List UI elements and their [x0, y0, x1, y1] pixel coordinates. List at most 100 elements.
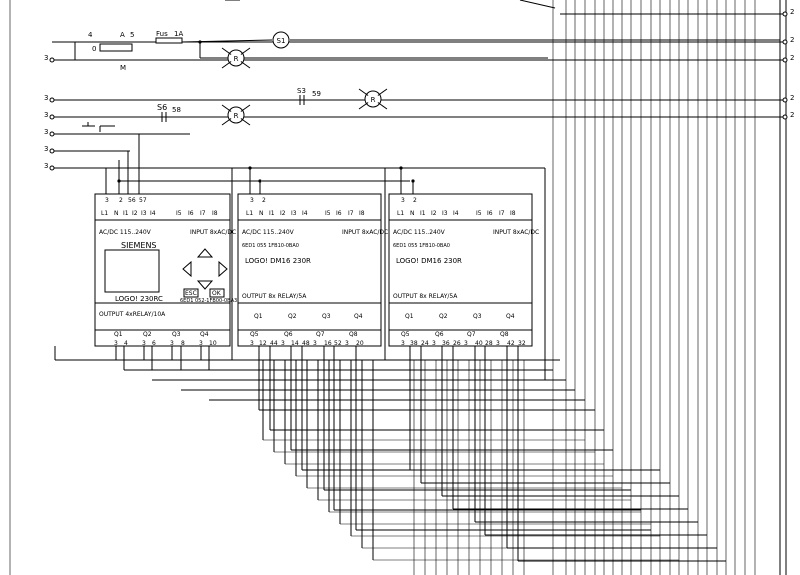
terminal-label: I6: [336, 210, 342, 217]
q-label: Q5: [250, 331, 259, 338]
terminal-label: I1: [420, 210, 426, 217]
wire-num: 40: [475, 340, 483, 347]
lamp-icon: R: [221, 47, 251, 69]
model-label: LOGO! DM16 230R: [396, 257, 462, 265]
terminal-ring: [49, 57, 55, 63]
terminal-ring: [49, 148, 55, 154]
rail-label: 2: [790, 111, 794, 119]
q-label: Q2: [439, 313, 448, 320]
wire-num: 52: [334, 340, 342, 347]
wire: [181, 39, 273, 43]
rail-label: 3: [44, 54, 48, 62]
wire-num: 3: [281, 340, 285, 347]
terminal-label: N: [259, 210, 264, 217]
fuse-rating: 1A: [174, 30, 183, 38]
left-rail-labels: 3 3 3 3 3 3: [44, 54, 48, 170]
q-label: Q3: [473, 313, 482, 320]
wire-num: 3: [345, 340, 349, 347]
rail-label: 3: [44, 145, 48, 153]
lamp-icon: R: [221, 104, 251, 126]
model-label: LOGO! 230RC: [115, 295, 163, 303]
terminal-label: I6: [188, 210, 194, 217]
wire-num: 2: [413, 197, 417, 204]
wire-num: 3: [313, 340, 317, 347]
supply-label: AC/DC 115..240V: [242, 229, 295, 236]
junction-dot: [117, 179, 121, 183]
wire-num: 3: [464, 340, 468, 347]
terminal-ring: [782, 11, 788, 17]
wire-num: 10: [209, 340, 217, 347]
q-label: Q3: [172, 331, 181, 338]
wire-num: 3: [199, 340, 203, 347]
model-label: LOGO! DM16 230R: [245, 257, 311, 265]
lamp-label: R: [234, 55, 239, 63]
terminal-ring: [49, 165, 55, 171]
rail-label: 2: [790, 36, 794, 44]
switch-a-label: A: [120, 31, 125, 39]
s6-label: S6: [157, 103, 167, 112]
terminal-label: I6: [487, 210, 493, 217]
input-label: INPUT 8xAC/DC: [493, 229, 539, 236]
terminal-label: I4: [150, 210, 156, 217]
wire-num: 3: [170, 340, 174, 347]
wire-num: 2: [119, 197, 123, 204]
brand-label: SIEMENS: [121, 241, 157, 250]
rail-label: 2: [790, 54, 794, 62]
terminal-label: I1: [269, 210, 275, 217]
q-label: Q8: [500, 331, 509, 338]
switch-zero-label: 0: [92, 45, 96, 53]
terminal-ring: [49, 97, 55, 103]
terminal-ring: [782, 114, 788, 120]
rail-label: 3: [44, 162, 48, 170]
lamp-label: R: [371, 96, 376, 104]
q-label: Q7: [316, 331, 325, 338]
q-label: Q4: [200, 331, 209, 338]
junction-dot: [399, 166, 403, 170]
wire-num: 16: [324, 340, 332, 347]
terminal-label: L1: [246, 210, 253, 217]
wire-num: 28: [485, 340, 493, 347]
wire-num: 3: [250, 340, 254, 347]
terminal-label: I2: [132, 210, 138, 217]
output-label: OUTPUT 8x RELAY/5A: [242, 293, 307, 300]
ok-label: OK: [212, 290, 222, 297]
junction-dot: [258, 179, 262, 183]
junction-dot: [411, 179, 415, 183]
fuse-label: Fus: [156, 30, 168, 38]
junction-dot: [248, 166, 252, 170]
switch-pos-label: 4: [88, 31, 93, 39]
q-label: Q2: [143, 331, 152, 338]
wire-num: 48: [302, 340, 310, 347]
terminal-label: L1: [101, 210, 108, 217]
q-label: Q6: [435, 331, 444, 338]
q-label: Q4: [506, 313, 515, 320]
indicator-s1-icon: [272, 31, 290, 49]
wire-num: 3: [105, 197, 109, 204]
terminal-label: I3: [141, 210, 147, 217]
terminal-ring: [782, 39, 788, 45]
terminal-label: I7: [499, 210, 505, 217]
terminal-label: I5: [325, 210, 331, 217]
q-label: Q4: [354, 313, 363, 320]
logo-dm16-module-1: L1 N I1 I2 I3 I4 I5 I6 I7 I8 3 2 AC/DC 1…: [237, 193, 388, 347]
q-label: Q5: [401, 331, 410, 338]
wire-num: 26: [453, 340, 461, 347]
logo-dm16-module-2: L1 N I1 I2 I3 I4 I5 I6 I7 I8 3 2 AC/DC 1…: [388, 193, 539, 347]
s6-num: 58: [172, 106, 181, 114]
output-label: OUTPUT 8x RELAY/5A: [393, 293, 458, 300]
terminal-ring: [49, 114, 55, 120]
wire-num: 3: [114, 340, 118, 347]
terminal-label: I8: [359, 210, 365, 217]
s3-label: S3: [297, 87, 306, 95]
row1-components: 4 A 5 0 M Fus 1A S1 R: [88, 30, 290, 72]
esc-key: [183, 288, 199, 298]
switch-m-label: M: [120, 64, 126, 72]
wire-num: 3: [142, 340, 146, 347]
input-label: INPUT 8xAC/DC: [190, 229, 236, 236]
wire-num: 56: [128, 197, 136, 204]
wire-num: 4: [124, 340, 128, 347]
rail-label: 3: [44, 128, 48, 136]
terminal-label: I4: [453, 210, 459, 217]
terminal-label: I7: [200, 210, 206, 217]
